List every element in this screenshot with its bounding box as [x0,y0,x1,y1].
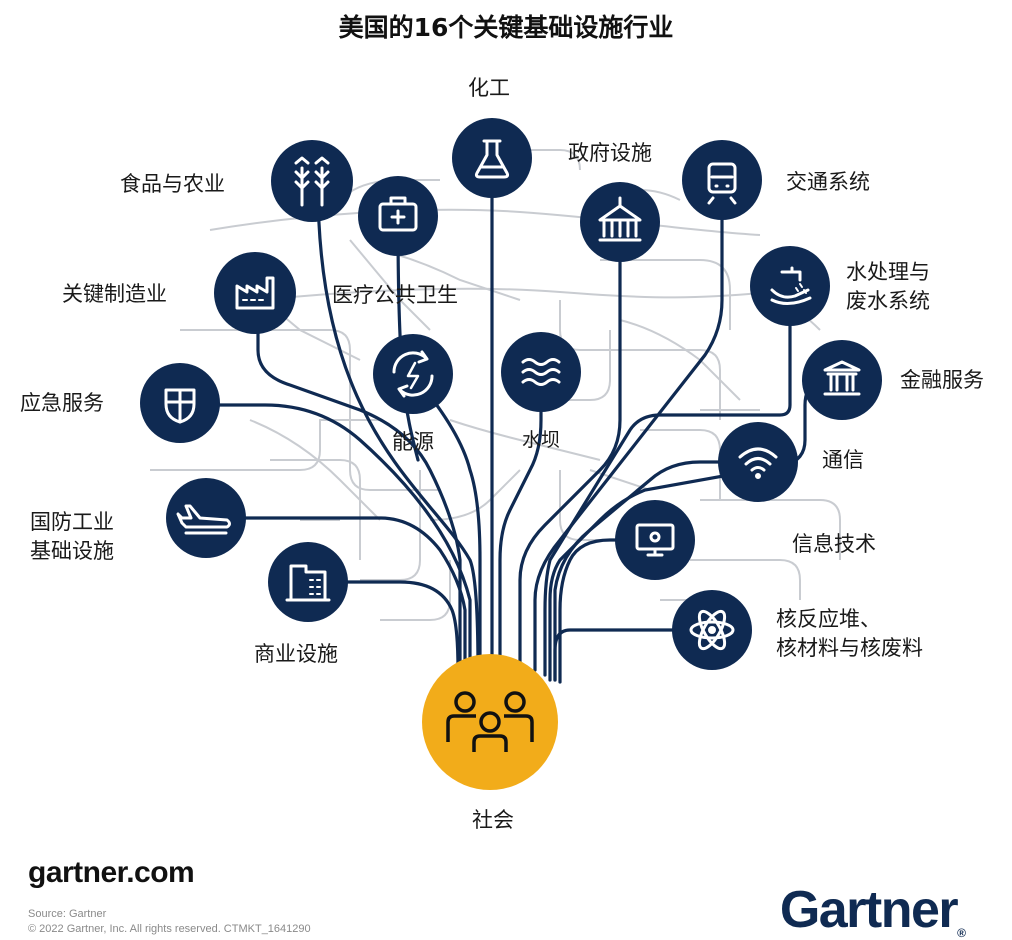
atom-icon [689,609,735,651]
label-government: 政府设施 [568,141,652,165]
label-commercial: 商业设施 [254,642,338,666]
label-nuclear-line1: 核反应堆、 [776,607,881,631]
waves-icon [521,358,561,386]
factory-icon [235,276,275,310]
node-manufacturing [214,252,296,334]
branch-commercial [306,580,460,672]
bank-icon [823,360,861,396]
source-text: Source: Gartner [28,908,107,920]
label-dams: 水坝 [522,429,561,451]
flask-icon [474,139,510,179]
airplane-icon [176,504,231,535]
node-circles [140,118,882,670]
branch-nuclear [553,628,714,682]
energy-cycle-icon [392,350,434,398]
branch-manufacturing [256,291,462,667]
node-commercial [268,542,348,622]
first-aid-kit-icon [378,196,418,232]
branch-food [316,183,480,672]
node-chemical [452,118,532,198]
people-group-icon [446,691,534,752]
label-communications: 通信 [822,448,864,472]
branch-defense [204,516,467,670]
water-tap-hand-icon [770,266,812,305]
label-defense-line1: 国防工业 [30,510,114,534]
wheat-icon [294,156,330,207]
branch-dams [498,371,543,664]
node-food [271,140,353,222]
label-water-line1: 水处理与 [846,260,930,284]
branch-it [558,538,657,684]
node-energy [373,334,453,414]
label-healthcare: 医疗公共卫生 [332,283,458,307]
node-society [422,654,558,790]
branch-water [543,286,792,677]
label-society: 社会 [472,808,514,832]
capitol-icon [598,196,642,242]
label-transport: 交通系统 [786,170,870,194]
office-building-icon [285,564,331,602]
branch-government [518,220,622,667]
registered-mark: ® [957,926,966,940]
label-manufacturing: 关键制造业 [62,282,167,306]
label-it: 信息技术 [792,532,876,556]
copyright-text: © 2022 Gartner, Inc. All rights reserved… [28,923,311,935]
node-water [750,246,830,326]
background-network [150,149,841,621]
node-dams [501,332,581,412]
website-link[interactable]: gartner.com [28,856,195,889]
wifi-icon [738,447,778,479]
label-defense-line2: 基础设施 [30,539,114,563]
branch-emergency [178,403,472,662]
label-energy: 能源 [392,430,434,454]
gartner-logo: Gartner® [780,880,966,940]
monitor-gear-icon [635,523,675,557]
label-emergency: 应急服务 [20,391,104,415]
page-title: 美国的16个关键基础设施行业 [338,13,674,42]
branch-transport [533,178,724,672]
shield-cross-icon [164,388,196,424]
node-financial [802,340,882,420]
label-food: 食品与农业 [120,172,225,196]
branch-lines [178,153,844,684]
label-financial: 金融服务 [900,368,984,392]
node-communications [718,422,798,502]
label-nuclear-line2: 核材料与核废料 [776,636,923,660]
branch-energy [411,373,482,667]
label-chemical: 化工 [468,76,510,100]
source-note: Source: Gartner © 2022 Gartner, Inc. All… [28,907,311,937]
branch-communications [553,460,760,682]
logo-text: Gartner [779,881,959,939]
label-water-line2: 废水系统 [846,289,930,313]
train-icon [707,162,737,205]
node-transport [682,140,762,220]
